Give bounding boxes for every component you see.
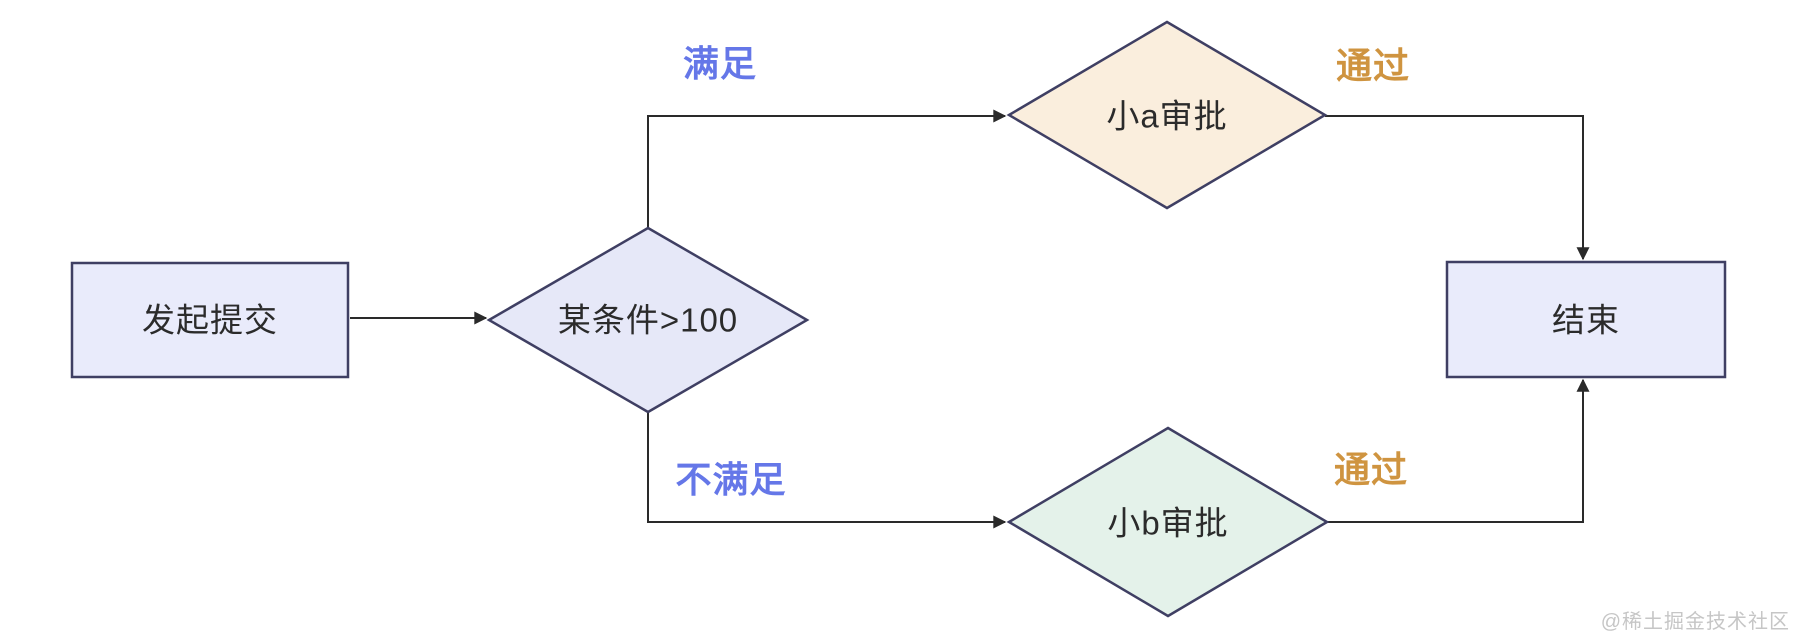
node-end-shape <box>1445 260 1727 379</box>
node-condition-label: 某条件>100 <box>557 301 739 339</box>
node-start-shape <box>70 261 350 379</box>
edge-approver-b-to-end <box>1327 378 1590 523</box>
edge-label-pass-a: 通过 <box>1335 45 1411 86</box>
edge-label-satisfied: 满足 <box>682 43 758 84</box>
edge-label-not-satisfied: 不满足 <box>675 459 787 500</box>
edge-condition-to-approver-b <box>647 411 1007 529</box>
node-approver-a-shape <box>1006 20 1328 210</box>
edge-approver-a-to-end <box>1325 115 1590 261</box>
edge-label-pass-b: 通过 <box>1333 449 1409 490</box>
node-approver-b-label: 小b审批 <box>1107 504 1229 542</box>
watermark: @稀土掘金技术社区 <box>1600 611 1790 633</box>
edge-condition-to-approver-a <box>647 109 1007 229</box>
node-approver-a-label: 小a审批 <box>1106 97 1228 135</box>
node-condition-shape <box>486 226 810 414</box>
node-start-label: 发起提交 <box>142 301 278 339</box>
node-approver-b-shape <box>1006 426 1330 618</box>
node-end-label: 结束 <box>1552 301 1620 339</box>
